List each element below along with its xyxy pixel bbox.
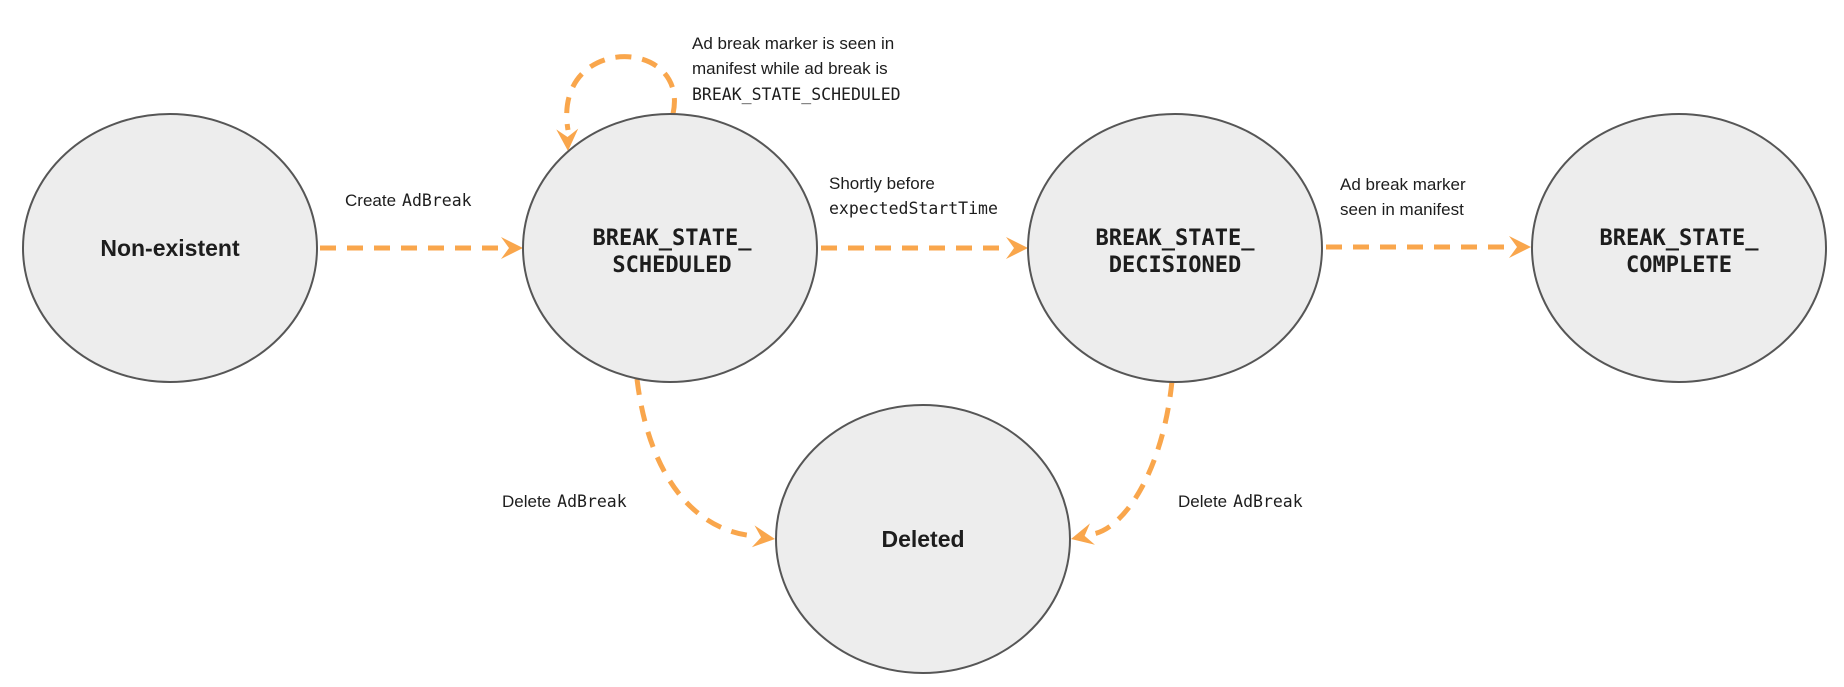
edge-label-to-complete-line1: Ad break marker: [1340, 175, 1466, 194]
edge-delete-right-curve: [1092, 380, 1175, 537]
state-label-complete-line1: BREAK_STATE_: [1600, 226, 1760, 251]
edge-label-delete-left: Delete AdBreak: [502, 492, 627, 511]
edge-label-delete-left-code: AdBreak: [557, 492, 627, 511]
edge-label-to-decisioned: Shortly before expectedStartTime: [829, 174, 998, 218]
edge-delete-left-curve: [634, 378, 755, 539]
state-label-scheduled-line2: SCHEDULED: [612, 253, 731, 278]
edge-label-to-complete: Ad break marker seen in manifest: [1340, 175, 1466, 219]
arrowhead-right-icon: [1509, 236, 1531, 258]
edge-label-delete-right: Delete AdBreak: [1178, 492, 1303, 511]
edge-label-delete-right-code: AdBreak: [1233, 492, 1303, 511]
edge-label-self-loop-line2: manifest while ad break is: [692, 59, 888, 78]
edge-label-create-code: AdBreak: [402, 191, 472, 210]
state-label-complete-line2: COMPLETE: [1626, 253, 1732, 278]
state-node-non-existent: [22, 113, 318, 383]
edge-label-to-complete-line2: seen in manifest: [1340, 200, 1464, 219]
edge-label-self-loop: Ad break marker is seen in manifest while…: [692, 34, 901, 104]
state-label-deleted: Deleted: [881, 526, 964, 552]
state-label-scheduled-line1: BREAK_STATE_: [593, 226, 753, 251]
state-label-decisioned-line1: BREAK_STATE_: [1096, 226, 1256, 251]
edge-label-to-decisioned-code: expectedStartTime: [829, 199, 998, 218]
state-node-scheduled: [522, 113, 818, 383]
edge-label-create-prefix: Create: [345, 191, 396, 210]
state-node-deleted: [775, 404, 1071, 674]
state-node-complete: [1531, 113, 1827, 383]
transition-create: Create AdBreak: [320, 191, 523, 259]
edge-label-delete-left-prefix: Delete: [502, 492, 551, 511]
state-complete: BREAK_STATE_COMPLETE: [1531, 113, 1827, 383]
transition-delete-from-scheduled: Delete AdBreak: [502, 378, 775, 548]
state-label-decisioned: BREAK_STATE_DECISIONED: [1096, 226, 1256, 278]
state-node-decisioned: [1027, 113, 1323, 383]
transition-to-decisioned: Shortly before expectedStartTime: [821, 174, 1028, 259]
state-label-complete: BREAK_STATE_COMPLETE: [1600, 226, 1760, 278]
state-non-existent: Non-existent: [22, 113, 318, 383]
arrowhead-right-icon: [751, 525, 775, 548]
edge-label-to-decisioned-line1: Shortly before: [829, 174, 935, 193]
state-scheduled: BREAK_STATE_SCHEDULED: [522, 113, 818, 383]
state-label-scheduled: BREAK_STATE_SCHEDULED: [593, 226, 753, 278]
state-label-decisioned-line2: DECISIONED: [1109, 253, 1241, 278]
edge-self-loop-curve: [564, 54, 677, 131]
edge-label-self-loop-line1: Ad break marker is seen in: [692, 34, 894, 53]
state-label-non-existent: Non-existent: [100, 235, 240, 261]
state-deleted: Deleted: [775, 404, 1071, 674]
transition-self-loop: Ad break marker is seen in manifest while…: [556, 34, 901, 151]
transition-to-complete: Ad break marker seen in manifest: [1326, 175, 1531, 258]
arrowhead-down-icon: [556, 128, 579, 151]
arrowhead-right-icon: [501, 237, 523, 259]
arrowhead-left-icon: [1071, 523, 1095, 545]
edge-label-delete-right-prefix: Delete: [1178, 492, 1227, 511]
arrowhead-right-icon: [1006, 237, 1028, 259]
transition-delete-from-decisioned: Delete AdBreak: [1071, 380, 1303, 545]
state-decisioned: BREAK_STATE_DECISIONED: [1027, 113, 1323, 383]
edge-label-self-loop-code: BREAK_STATE_SCHEDULED: [692, 85, 901, 104]
edge-label-create: Create AdBreak: [345, 191, 472, 210]
